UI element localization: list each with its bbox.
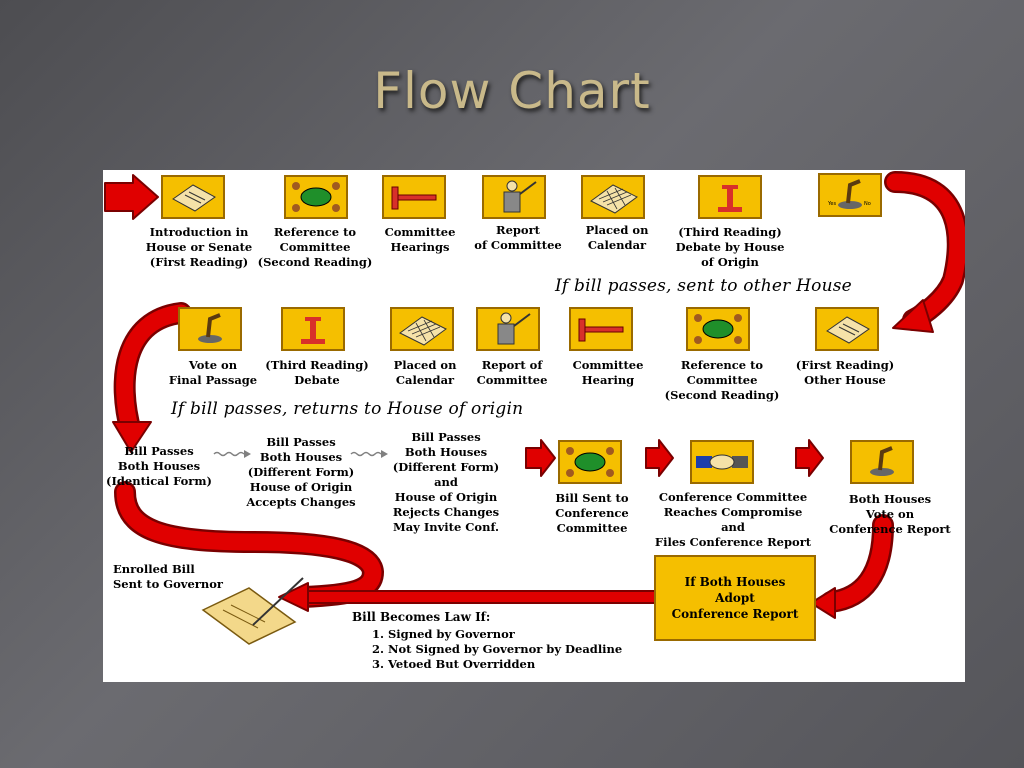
small-arrow-2: [645, 439, 674, 477]
small-arrow-3: [795, 439, 824, 477]
calendar-icon: [581, 175, 645, 219]
handshake-icon: [690, 440, 754, 484]
signed-document-icon: [201, 577, 304, 645]
podium-icon: [281, 307, 345, 351]
document-icon: [161, 175, 225, 219]
vote-button-icon: Yes No: [818, 173, 882, 217]
wavy-arrow-2: [350, 451, 382, 457]
becomes-law-list: Bill Becomes Law If: Signed by Governor …: [352, 610, 622, 672]
gavel-icon: [569, 307, 633, 351]
step-first-reading-other: (First Reading)Other House: [795, 358, 895, 387]
document-icon: [815, 307, 879, 351]
law-arrow-head: [278, 582, 309, 612]
slide-title: Flow Chart: [373, 62, 651, 120]
presenter-icon: [476, 307, 540, 351]
wavy-arrow-1: [213, 451, 245, 457]
meeting-table-icon: [284, 175, 348, 219]
small-arrow-1: [525, 439, 556, 477]
vote-button-icon: [178, 307, 242, 351]
law-heading: Bill Becomes Law If:: [352, 610, 491, 624]
svg-text:No: No: [864, 201, 871, 207]
vote-button-icon: [850, 440, 914, 484]
gavel-icon: [382, 175, 446, 219]
svg-text:Yes: Yes: [827, 201, 836, 207]
calendar-icon: [390, 307, 454, 351]
law-item: Signed by Governor: [388, 627, 622, 642]
curve-right-head: [892, 299, 934, 333]
transition-other-house: If bill passes, sent to other House: [555, 276, 852, 296]
transition-house-origin: If bill passes, returns to House of orig…: [171, 399, 524, 419]
step-debate: (Third Reading)Debate: [265, 358, 369, 387]
law-item: Vetoed But Overridden: [388, 657, 622, 672]
flow-arrows: [104, 171, 965, 645]
presenter-icon: [482, 175, 546, 219]
meeting-table-icon: [558, 440, 622, 484]
meeting-table-icon: [686, 307, 750, 351]
entry-arrow: [104, 174, 159, 220]
law-item: Not Signed by Governor by Deadline: [388, 642, 622, 657]
podium-icon: [698, 175, 762, 219]
curve-left-head: [112, 421, 152, 453]
conference-return-head: [810, 587, 836, 619]
